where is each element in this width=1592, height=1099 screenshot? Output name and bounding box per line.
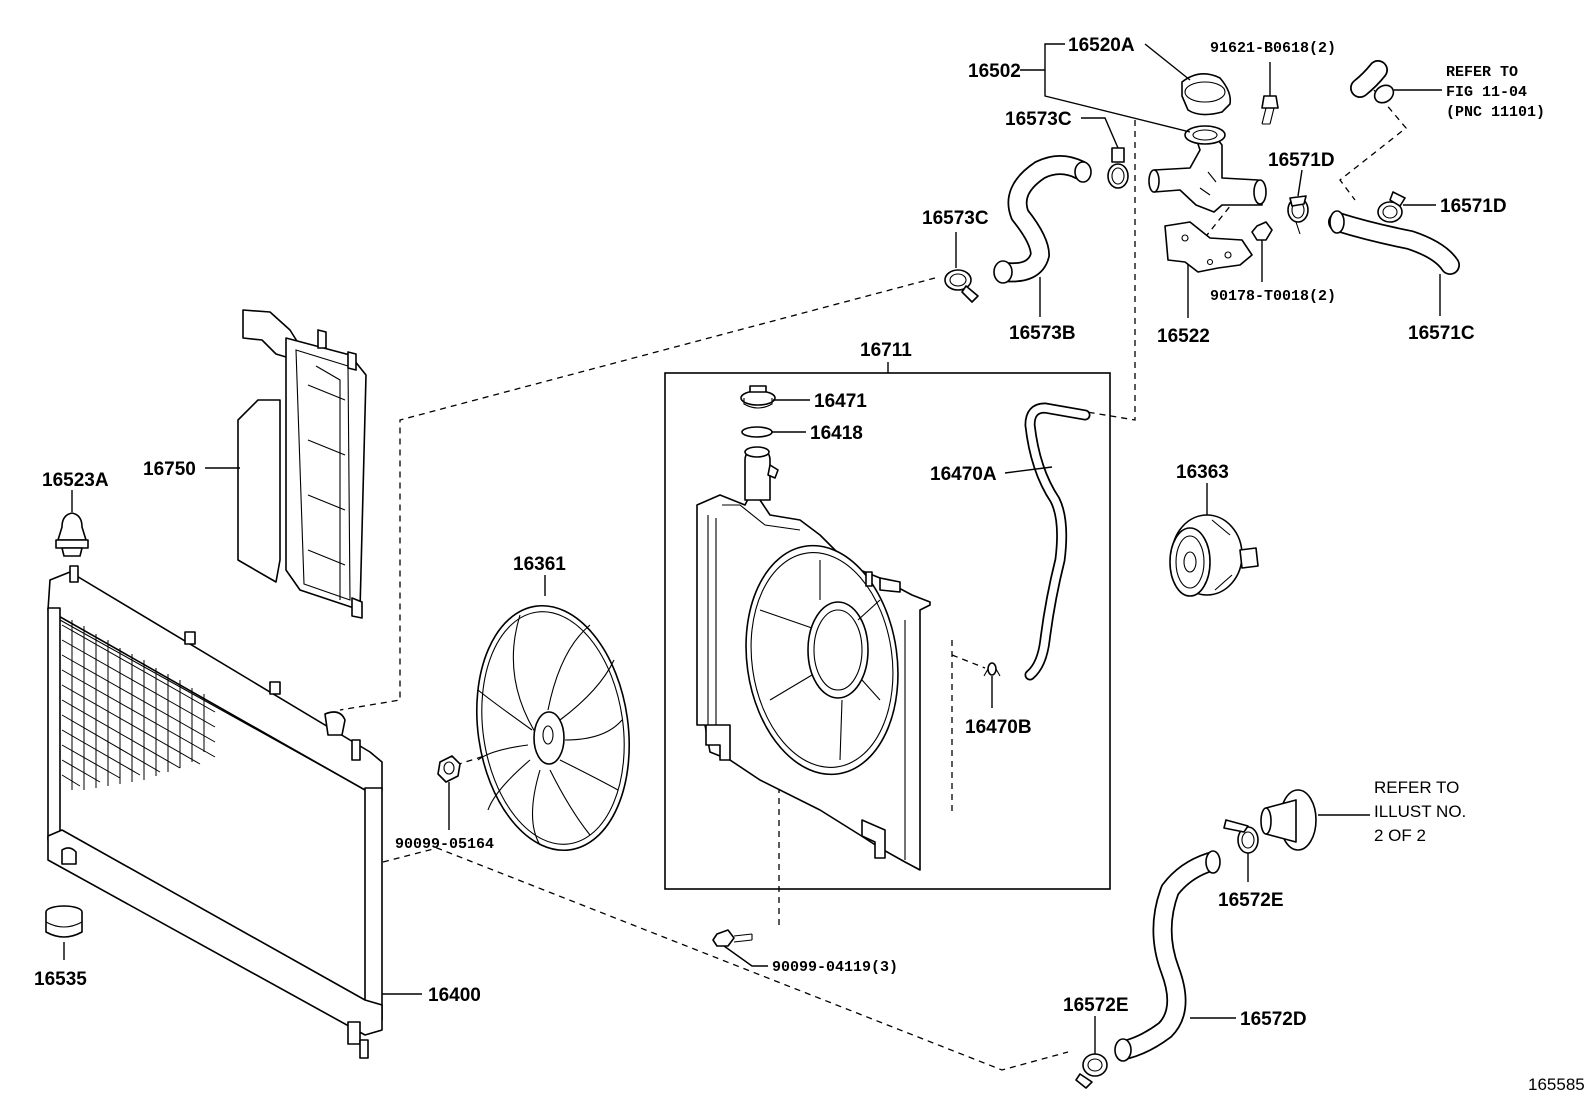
label-16471: 16471: [814, 391, 867, 412]
reservoir-cap-16520A-part: [1181, 73, 1232, 116]
hose-clamp-16571D-mid-part: [1287, 195, 1309, 235]
refer-fig-line-2: FIG 11-04: [1446, 84, 1527, 101]
radiator-hose-16571C-part: [1328, 210, 1460, 275]
refer-fig-line-3: (PNC 11101): [1446, 104, 1545, 121]
label-90178-T0018: 90178-T0018(2): [1210, 288, 1336, 305]
label-16573C-left: 16573C: [922, 208, 989, 229]
label-16572E-top: 16572E: [1218, 890, 1284, 911]
label-16571D-mid: 16571D: [1268, 150, 1335, 171]
referenced-pipe-fig-11-04: [1350, 60, 1395, 104]
radiator-hose-16572D-part: [1114, 850, 1221, 1062]
reservoir-cap-part: [740, 385, 776, 409]
gasket-part: [741, 426, 773, 438]
diagram-id: 165585: [1528, 1075, 1585, 1094]
label-16571C: 16571C: [1408, 323, 1475, 344]
reservoir-bracket-part: [1164, 221, 1253, 273]
label-16470A: 16470A: [930, 464, 997, 485]
label-16363: 16363: [1176, 462, 1229, 483]
radiator-support-cushion-lower-part: [45, 905, 83, 938]
hose-clamp-16572E-bottom-part: [1075, 1053, 1108, 1089]
label-16571D-right: 16571D: [1440, 196, 1507, 217]
label-16470B: 16470B: [965, 717, 1032, 738]
bolt-91621-part: [1261, 95, 1279, 125]
radiator-support-cushion-upper-part: [55, 512, 89, 557]
referenced-inlet-illust-2: [1260, 789, 1317, 851]
refer-illust-line-3: 2 OF 2: [1374, 826, 1426, 845]
label-16502: 16502: [968, 61, 1021, 82]
bolt-90099-04119-part: [712, 929, 753, 947]
radiator-core-mesh: [61, 620, 216, 790]
frame-label-16711: 16711: [860, 340, 912, 361]
nut-90178-part: [1251, 221, 1273, 241]
label-16520A: 16520A: [1068, 35, 1135, 56]
label-16572E-bottom: 16572E: [1063, 995, 1129, 1016]
label-16572D: 16572D: [1240, 1009, 1307, 1030]
refer-illust-line-2: ILLUST NO.: [1374, 802, 1466, 821]
label-16361: 16361: [513, 554, 566, 575]
hose-clamp-16572E-top-part: [1223, 819, 1259, 854]
refer-fig-line-1: REFER TO: [1446, 64, 1518, 81]
hose-clamp-16573C-top-part: [1107, 147, 1129, 189]
refer-illust-line-1: REFER TO: [1374, 778, 1459, 797]
fan-motor-part: [1169, 514, 1259, 597]
label-16750: 16750: [143, 459, 196, 480]
hose-clip-part: [983, 662, 1001, 677]
air-guide-duct-part: [237, 309, 367, 619]
label-16400: 16400: [428, 985, 481, 1006]
hose-clamp-16573C-left-part: [944, 269, 979, 303]
label-90099-04119: 90099-04119(3): [772, 959, 898, 976]
label-16522: 16522: [1157, 326, 1210, 347]
cooling-fan-part: [475, 604, 631, 852]
fan-nut-part: [437, 755, 461, 783]
label-16573C-top: 16573C: [1005, 109, 1072, 130]
radiator-hose-16573B-part: [993, 155, 1092, 284]
reservoir-pipe-16502-part: [1148, 125, 1267, 213]
label-16535: 16535: [34, 969, 87, 990]
overflow-hose-part: [1024, 402, 1091, 681]
label-16523A: 16523A: [42, 470, 109, 491]
fan-shroud-part: [696, 446, 931, 871]
label-91621-B0618: 91621-B0618(2): [1210, 40, 1336, 57]
label-16418: 16418: [810, 423, 863, 444]
radiator-assembly-part: [47, 565, 383, 1059]
hose-clamp-16571D-right-part: [1377, 191, 1406, 223]
label-90099-05164: 90099-05164: [395, 836, 494, 853]
label-16573B: 16573B: [1009, 323, 1076, 344]
